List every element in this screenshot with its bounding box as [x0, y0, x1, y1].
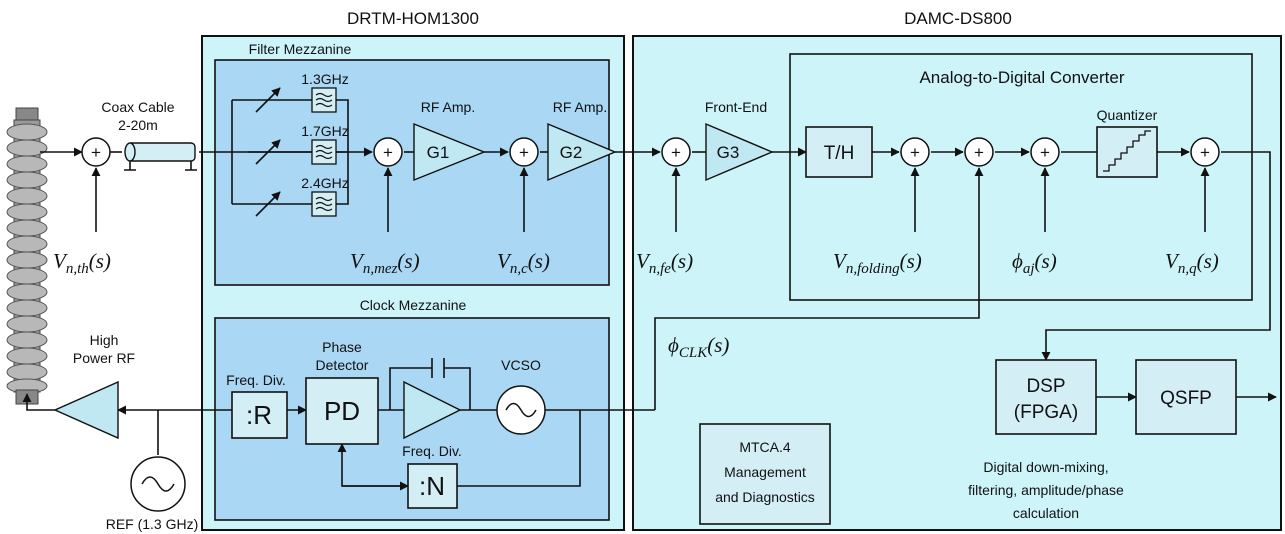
- filter-band-1: 1.3GHz: [301, 71, 348, 87]
- ref-label: REF (1.3 GHz): [106, 516, 199, 532]
- clock-mezzanine-title: Clock Mezzanine: [360, 297, 467, 313]
- bandpass-filter-icon: [311, 191, 337, 217]
- bandpass-filter-icon: [311, 87, 337, 113]
- high-power-label-2: Power RF: [73, 350, 135, 366]
- rf-amp-label-2: RF Amp.: [553, 99, 607, 115]
- svg-text:+: +: [910, 143, 920, 162]
- mtca-block: [699, 423, 831, 525]
- g3-label: G3: [717, 143, 740, 162]
- bandpass-filter-icon: [311, 139, 337, 165]
- mtca-line-1: MTCA.4: [739, 439, 791, 455]
- dsp-desc-1: Digital down-mixing,: [983, 459, 1108, 475]
- track-hold-label: T/H: [824, 143, 855, 164]
- summing-junction: +: [1030, 137, 1060, 167]
- filter-mezzanine: [214, 59, 610, 286]
- svg-text:+: +: [519, 143, 529, 162]
- rf-amp-label-1: RF Amp.: [421, 99, 475, 115]
- quantizer-label: Quantizer: [1097, 107, 1158, 123]
- dsp-desc-3: calculation: [1013, 505, 1079, 521]
- noise-phi-clk: ϕCLK(s): [668, 333, 729, 361]
- phase-detector: [305, 377, 379, 445]
- freq-div-r-caption: Freq. Div.: [226, 372, 286, 388]
- cavity-icon: [6, 107, 48, 405]
- dsp-label: DSP: [1026, 376, 1065, 397]
- summing-junction: +: [661, 137, 691, 167]
- qsfp-label: QSFP: [1160, 388, 1212, 409]
- noise-vn-q: Vn,q(s): [1165, 249, 1219, 277]
- svg-text:+: +: [671, 143, 681, 162]
- freq-div-n-caption: Freq. Div.: [402, 443, 462, 459]
- noise-vn-mez: Vn,mez(s): [350, 249, 420, 277]
- qsfp-block: [1135, 359, 1237, 435]
- svg-text:+: +: [383, 143, 393, 162]
- svg-text:+: +: [91, 143, 101, 162]
- phase-detector-caption-1: Phase: [322, 339, 362, 355]
- track-hold-block: [805, 126, 873, 178]
- high-power-rf-amplifier: [53, 380, 119, 440]
- amplifier-g1: [413, 122, 486, 182]
- phase-detector-caption-2: Detector: [316, 357, 369, 373]
- drtm-title: DRTM-HOM1300: [347, 9, 479, 28]
- g2-label: G2: [560, 143, 583, 162]
- noise-vn-folding: Vn,folding(s): [833, 249, 922, 277]
- pd-label: PD: [324, 396, 360, 426]
- summing-junction: +: [509, 137, 539, 167]
- div-r-label: :R: [246, 400, 272, 430]
- g1-label: G1: [427, 143, 450, 162]
- loop-filter-amplifier: [403, 380, 462, 440]
- filter-band-2: 1.7GHz: [301, 123, 348, 139]
- summing-junction: +: [964, 137, 994, 167]
- noise-phi-aj: ϕaj(s): [1012, 249, 1057, 277]
- svg-text:+: +: [1040, 143, 1050, 162]
- fpga-label: (FPGA): [1014, 402, 1078, 423]
- coax-cable-icon: [124, 142, 197, 171]
- summing-junction: +: [373, 137, 403, 167]
- amplifier-g2: [547, 122, 617, 182]
- front-end-label: Front-End: [705, 99, 767, 115]
- coax-label-1: Coax Cable: [101, 99, 174, 115]
- summing-junction: +: [81, 137, 111, 167]
- svg-text:+: +: [1200, 143, 1210, 162]
- filter-bank: [231, 87, 349, 217]
- filter-mezzanine-title: Filter Mezzanine: [249, 41, 352, 57]
- freq-divider-r: [231, 391, 288, 439]
- mtca-line-3: and Diagnostics: [715, 489, 815, 505]
- vcso-label: VCSO: [501, 357, 541, 373]
- summing-junction: +: [1190, 137, 1220, 167]
- summing-junction: +: [900, 137, 930, 167]
- damc-title: DAMC-DS800: [904, 9, 1012, 28]
- staircase-icon: [1103, 130, 1151, 172]
- dsp-desc-2: filtering, amplitude/phase: [968, 482, 1124, 498]
- filter-band-3: 2.4GHz: [301, 175, 348, 191]
- noise-vn-th: Vn,th(s): [53, 249, 111, 277]
- quantizer-block: [1096, 126, 1158, 178]
- noise-vn-fe: Vn,fe(s): [636, 249, 693, 277]
- svg-text:+: +: [974, 143, 984, 162]
- mtca-line-2: Management: [724, 464, 806, 480]
- noise-vn-c: Vn,c(s): [497, 249, 550, 277]
- reference-oscillator-icon: [130, 456, 186, 512]
- high-power-label-1: High: [90, 332, 119, 348]
- coax-label-2: 2-20m: [118, 117, 158, 133]
- amplifier-g3: [705, 122, 774, 182]
- freq-divider-n: [407, 463, 458, 509]
- dsp-fpga-block: [995, 359, 1097, 435]
- adc-title: Analog-to-Digital Converter: [919, 68, 1124, 87]
- vcso-icon: [496, 385, 546, 435]
- div-n-label: :N: [419, 471, 445, 501]
